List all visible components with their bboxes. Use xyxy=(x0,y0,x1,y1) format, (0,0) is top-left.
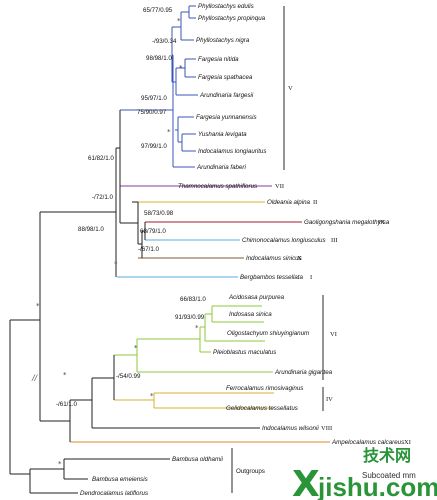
clade-label-ii: II xyxy=(313,199,317,206)
clade-label-v: V xyxy=(288,85,293,92)
support-indocal-sinicus: -/67/1.0 xyxy=(138,246,160,253)
clade-label-xi: XI xyxy=(404,439,411,446)
star-mark: * xyxy=(114,260,118,268)
support-acidosasa-group: 66/83/1.0 xyxy=(180,296,206,303)
taxon-label: Yushania levigata xyxy=(198,131,247,138)
taxon-label: Bergbambos tessellata xyxy=(240,274,304,281)
taxon-label: Phyllostachys propinqua xyxy=(198,15,266,22)
temperate-woody-backbone xyxy=(70,355,260,429)
outgroups-label: Outgroups xyxy=(236,468,265,475)
taxon-label: Bambusa emeiensis xyxy=(92,476,148,483)
taxon-label: Indocalamus wilsonii xyxy=(262,425,319,432)
clade-label-iv: IV xyxy=(326,396,333,403)
taxon-label: Arundinaria faberi xyxy=(196,164,246,171)
taxon-label: Thamnocalamus spathiflorus xyxy=(178,183,257,190)
clade-vi-branches xyxy=(114,305,273,373)
watermark-site: jishu.com xyxy=(317,472,437,500)
star-mark: * xyxy=(134,344,138,352)
star-mark: * xyxy=(167,128,171,136)
taxon-label: Fargesia spathacea xyxy=(198,74,253,81)
star-mark: * xyxy=(36,302,40,310)
clade-v-branches xyxy=(120,5,198,168)
taxon-label: Indocalamus longiauritus xyxy=(198,148,266,155)
support-yunnan-group: 95/97/1.0 xyxy=(141,95,167,102)
support-wilsonii-group: -/61/1.0 xyxy=(56,401,78,408)
site-watermark: 技术网 X jishu.com Subcoated mm xyxy=(292,446,437,500)
taxon-label: Fargesia yunnanensis xyxy=(196,114,257,121)
taxon-label: Ferrocalamus rimosivaginus xyxy=(226,385,303,392)
root-backbone xyxy=(9,211,110,474)
paleotropical-backbone xyxy=(110,147,146,277)
clade-label-viii: VIII xyxy=(321,425,332,432)
support-indocalamus-pair: 97/99/1.0 xyxy=(141,143,167,150)
taxon-labels: Phyllostachys edulis Phyllostachys propi… xyxy=(80,3,404,497)
taxon-label: Oligostachyum shiuyingianum xyxy=(227,330,309,337)
taxon-label: Dendrocalamus latiflorus xyxy=(80,490,148,497)
taxon-label: Oldeania alpina xyxy=(267,199,311,206)
star-mark: * xyxy=(63,371,67,379)
support-phyllo-main: 65/77/0.95 xyxy=(143,7,173,14)
taxon-label: Pleioblastus maculatus xyxy=(213,349,276,356)
strong-support-marks: * * * * * * * * * * xyxy=(36,17,199,468)
taxon-label: Gaoligongshania megalothyrsa xyxy=(304,219,390,226)
taxon-label: Arundinaria gigantea xyxy=(274,369,333,376)
star-mark: * xyxy=(195,324,199,332)
clade-labels: V VII II IX III X I VI IV VIII XI Outgro… xyxy=(236,85,411,475)
support-temperate-main: 61/82/1.0 xyxy=(88,155,114,162)
star-mark: * xyxy=(179,64,183,72)
taxon-label: Chimonocalamus longiusculus xyxy=(242,237,326,244)
taxon-label: Gelidocalamus tessellatus xyxy=(226,405,298,412)
star-mark: * xyxy=(58,460,62,468)
support-fargesia-pair: 98/98/1.0 xyxy=(146,55,172,62)
support-yushania-group: 75/90/0.97 xyxy=(137,109,167,116)
taxon-label: Bambusa oldhamii xyxy=(172,456,224,463)
clade-label-vii: VII xyxy=(275,183,284,190)
taxon-label: Phyllostachys nigra xyxy=(196,37,250,44)
taxon-label: Fargesia nitida xyxy=(198,56,239,63)
taxon-label: Acidosasa purpurea xyxy=(228,294,285,301)
taxon-label: Ampelocalamus calcareus xyxy=(331,439,404,446)
branch-break-mark: // xyxy=(31,373,39,383)
watermark-caption: Subcoated mm xyxy=(362,471,416,480)
clade-label-iii: III xyxy=(331,237,338,244)
support-big-clade: 88/98/1.0 xyxy=(78,226,104,233)
outgroup-branches xyxy=(10,458,170,494)
clade-bars xyxy=(231,6,324,493)
support-ferro-group: -/54/0.99 xyxy=(116,373,141,380)
taxon-label: Arundinaria fargesii xyxy=(199,92,254,99)
taxon-label: Phyllostachys edulis xyxy=(198,3,254,10)
clade-iv-branches xyxy=(114,392,274,409)
support-phyllo-nigra: -/93/0.34 xyxy=(152,38,177,45)
support-gaoligong-group: 58/73/0.98 xyxy=(144,210,174,217)
clade-label-ix: IX xyxy=(378,219,385,226)
clade-label-x: X xyxy=(297,255,302,262)
watermark-brand: 技术网 xyxy=(363,446,411,465)
support-oldeania-group: -/72/1.0 xyxy=(92,194,114,201)
taxon-label: Indosasa sinica xyxy=(229,311,272,318)
clade-label-vi: VI xyxy=(330,331,337,338)
support-chimono-group: 63/79/1.0 xyxy=(140,228,166,235)
support-indosasa-group: 91/93/0.99 xyxy=(175,314,205,321)
watermark-x-logo: X xyxy=(292,464,320,500)
taxon-label: Indocalamus sinicus xyxy=(246,255,302,262)
star-mark: * xyxy=(177,17,181,25)
star-mark: * xyxy=(150,392,154,400)
clade-label-i: I xyxy=(310,274,312,281)
